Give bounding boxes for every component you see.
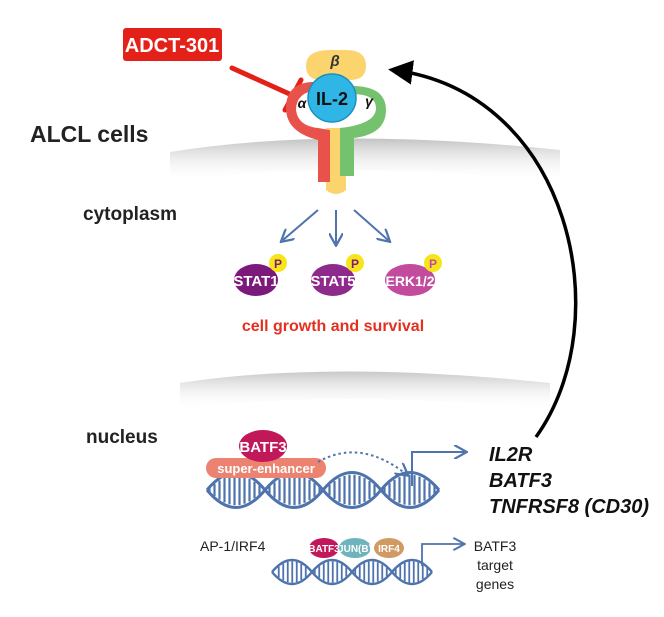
batf3-targets-line-3: genes	[476, 576, 514, 592]
complex-batf3-label: BATF3	[308, 544, 340, 555]
super-enhancer-label: super-enhancer	[217, 461, 315, 476]
erk12-phospho-label: P	[429, 257, 437, 271]
erk12-node: ERK1/2 P	[385, 254, 442, 296]
batf3-factor-upper: BATF3	[239, 430, 287, 462]
complex-junb-label: JUN(B)	[338, 544, 372, 555]
target-gene-batf3: BATF3	[489, 470, 552, 492]
transcription-arrow-upper	[411, 452, 464, 486]
beta-label: β	[329, 53, 339, 70]
cell-membrane	[170, 138, 560, 182]
junb-factor: JUN(B)	[338, 538, 372, 558]
adct-301-label: ADCT-301	[125, 35, 219, 57]
cytoplasm-label: cytoplasm	[83, 204, 177, 225]
alpha-label: α	[298, 95, 308, 111]
target-gene-tnfrsf8: TNFRSF8 (CD30)	[489, 496, 649, 518]
super-enhancer-region: super-enhancer	[206, 458, 326, 478]
feedback-arrow	[388, 60, 578, 439]
batf3-upper-label: BATF3	[239, 439, 286, 456]
stat1-label: STAT1	[233, 273, 278, 290]
nucleus-label: nucleus	[86, 427, 158, 448]
il2-ligand	[307, 73, 357, 123]
irf4-factor: IRF4	[374, 538, 404, 558]
dna-helix-lower	[271, 558, 433, 586]
il2-label: IL-2	[316, 89, 348, 109]
target-gene-il2r: IL2R	[489, 444, 533, 466]
signaling-arrows	[283, 209, 388, 243]
erk12-label: ERK1/2	[385, 273, 434, 289]
stat5-node: STAT5 P	[310, 254, 364, 296]
gamma-label: γ	[365, 93, 374, 109]
alcl-cells-label: ALCL cells	[30, 121, 148, 147]
batf3-factor-lower: BATF3	[308, 538, 340, 558]
stat5-label: STAT5	[310, 273, 355, 290]
stat1-phospho-label: P	[274, 257, 282, 271]
enhancer-loop-arrow	[317, 451, 406, 474]
ap1-irf4-label: AP-1/IRF4	[200, 538, 266, 554]
nuclear-membrane	[180, 371, 550, 410]
stat5-phospho-label: P	[351, 257, 359, 271]
erk12-phospho	[424, 254, 442, 272]
batf3-targets-line-2: target	[477, 557, 513, 573]
stat1-node: STAT1 P	[233, 254, 287, 296]
alpha-arm	[288, 86, 330, 180]
complex-irf4-label: IRF4	[378, 544, 400, 555]
beta-chain	[306, 50, 366, 80]
batf3-targets-line-1: BATF3	[474, 538, 517, 554]
il2-receptor: IL-2 β α γ	[286, 50, 386, 194]
gamma-chain	[340, 86, 386, 176]
stat1-phospho	[269, 254, 287, 272]
stat5-phospho	[346, 254, 364, 272]
adct-301-badge: ADCT-301	[123, 28, 222, 61]
transcription-arrow-lower	[421, 544, 462, 566]
outcome-label: cell growth and survival	[242, 318, 424, 335]
